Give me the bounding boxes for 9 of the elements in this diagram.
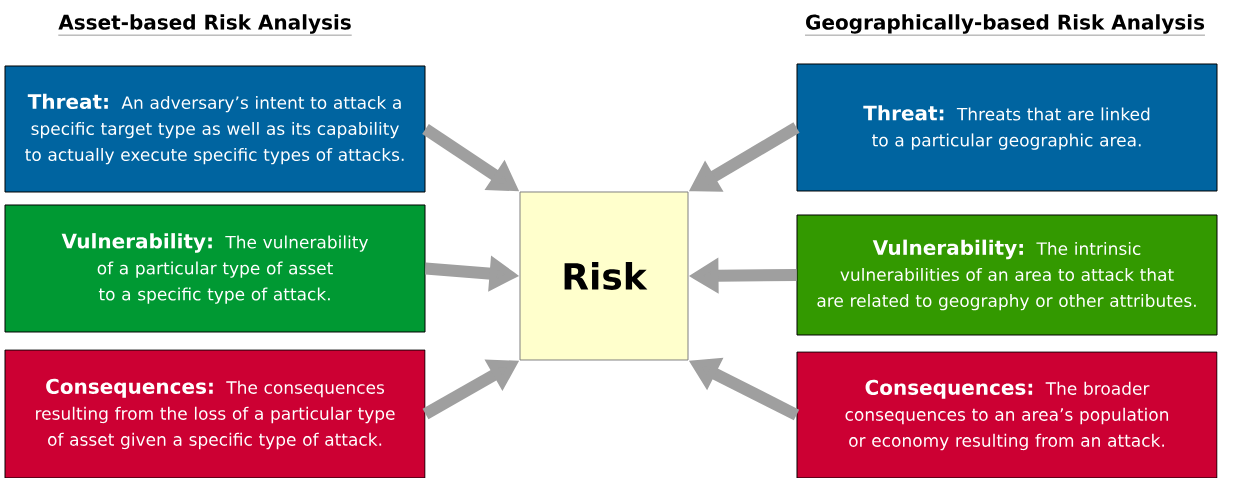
info-box: Consequences: The broader consequences to an area’s population or economy resulting from an attack.: [796, 351, 1218, 478]
info-box: Vulnerability: The intrinsic vulnerabilities of an area to attack that are related to geography or other attributes.: [796, 214, 1218, 336]
info-box: Vulnerability: The vulnerability of a particular type of asset to a specific type of attack.: [4, 204, 426, 333]
info-box: Threat: Threats that are linked to a particular geographic area.: [796, 63, 1218, 192]
section-heading: Asset-based Risk Analysis: [58, 14, 352, 36]
section-heading: Geographically-based Risk Analysis: [804, 14, 1206, 36]
info-box: Threat: An adversary’s intent to attack a specific target type as well as its capability to actually execute specific types of attacks.: [4, 65, 426, 193]
risk-box: Risk: [519, 191, 689, 361]
info-box: Consequences: The consequences resulting from the loss of a particular type of asset given a specific type of attack.: [4, 349, 426, 478]
